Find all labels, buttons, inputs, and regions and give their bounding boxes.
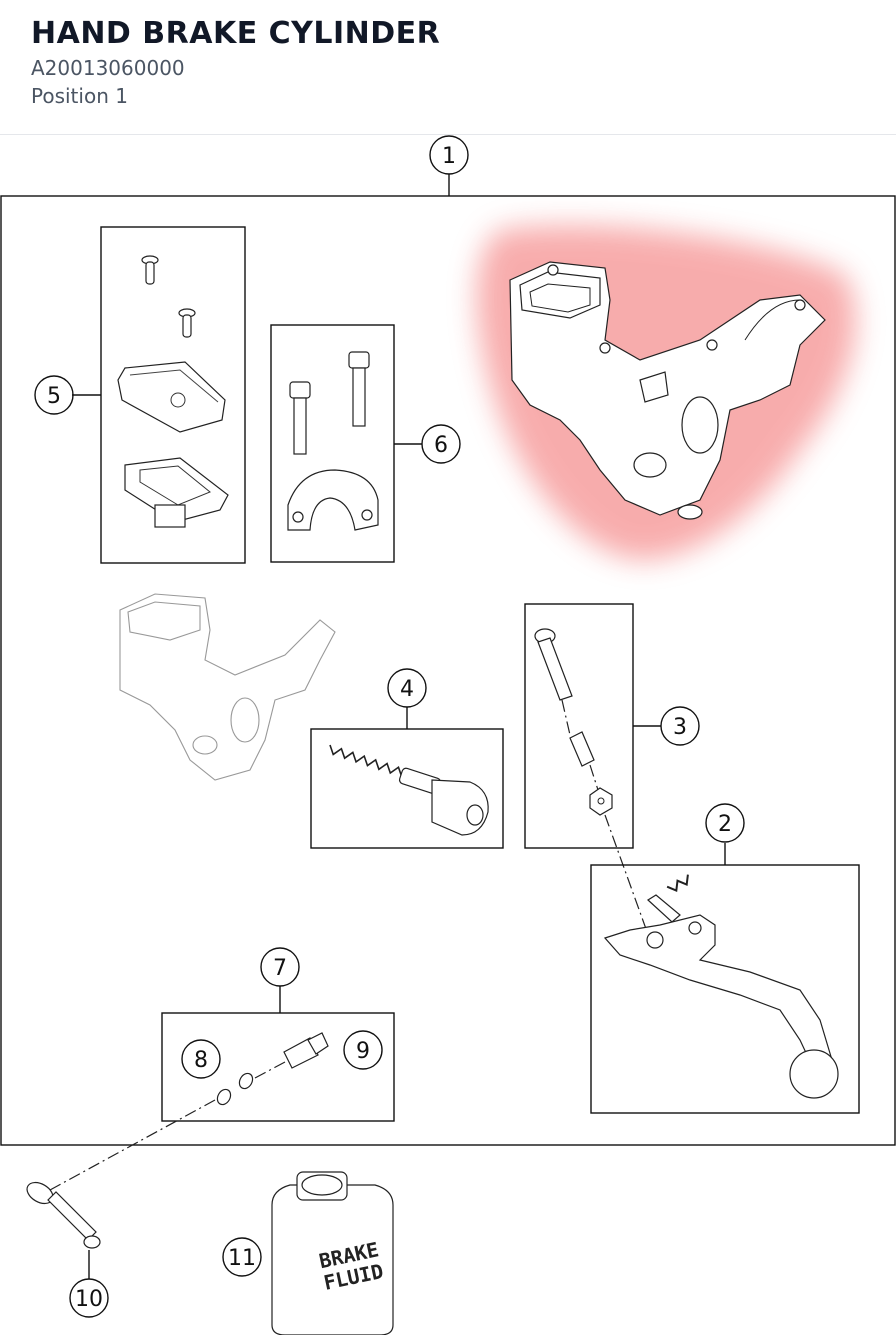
piston-spring — [329, 744, 403, 777]
cover-screws — [141, 255, 196, 338]
housing-reference-ghost — [119, 593, 336, 781]
callout-6[interactable]: 6 — [434, 433, 448, 458]
callout-1[interactable]: 1 — [442, 144, 456, 169]
master-cylinder-housing[interactable] — [509, 261, 826, 520]
callout-9[interactable]: 9 — [356, 1039, 370, 1064]
callout-5[interactable]: 5 — [47, 384, 61, 409]
brake-fluid-bottle: BRAKE FLUID — [271, 1171, 394, 1335]
reservoir-diaphragm — [124, 457, 229, 528]
position-label: Position 1 — [31, 84, 128, 108]
bleeder-screw — [283, 1032, 329, 1069]
clamp-bolts — [289, 351, 370, 455]
callout-4[interactable]: 4 — [400, 677, 414, 702]
callout-11[interactable]: 11 — [228, 1246, 256, 1271]
banjo-bolt — [26, 1181, 101, 1249]
callout-8[interactable]: 8 — [194, 1048, 208, 1073]
header: HAND BRAKE CYLINDER A20013060000 Positio… — [0, 0, 896, 135]
brake-lever — [603, 874, 839, 1099]
handlebar-clamp — [287, 469, 379, 531]
kit-box-7 — [161, 1012, 395, 1122]
callout-2[interactable]: 2 — [718, 812, 732, 837]
pivot-bolt — [534, 628, 613, 816]
callout-3[interactable]: 3 — [673, 715, 687, 740]
o-rings — [216, 1072, 254, 1106]
reservoir-cover — [117, 361, 226, 433]
assembly-frame — [0, 195, 896, 1146]
piston — [398, 767, 489, 836]
part-number: A20013060000 — [31, 56, 185, 80]
callout-10[interactable]: 10 — [75, 1287, 103, 1312]
callout-7[interactable]: 7 — [273, 956, 287, 981]
page-title: HAND BRAKE CYLINDER — [31, 16, 441, 51]
